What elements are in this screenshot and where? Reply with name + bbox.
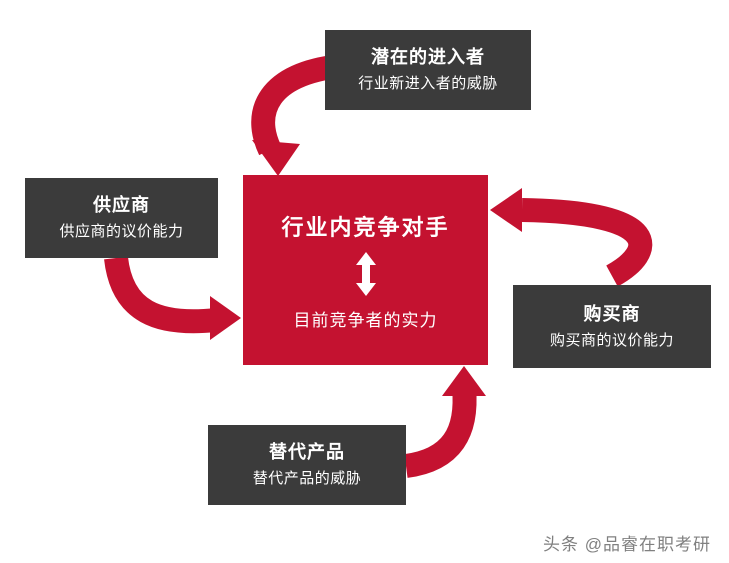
box-buyers: 购买商 购买商的议价能力 — [513, 285, 711, 368]
watermark: 头条 @品睿在职考研 — [543, 535, 711, 554]
vertical-double-arrow-icon — [355, 251, 376, 296]
substitutes-subtitle: 替代产品的威胁 — [252, 470, 362, 488]
arrow-right-to-center — [490, 188, 653, 287]
arrow-top-to-center — [251, 54, 342, 176]
potential-entrants-subtitle: 行业新进入者的威胁 — [358, 75, 498, 93]
potential-entrants-title: 潜在的进入者 — [371, 47, 485, 68]
box-potential-entrants: 潜在的进入者 行业新进入者的威胁 — [325, 30, 531, 110]
box-suppliers: 供应商 供应商的议价能力 — [25, 178, 218, 258]
suppliers-title: 供应商 — [93, 195, 150, 216]
buyers-subtitle: 购买商的议价能力 — [549, 331, 674, 349]
buyers-title: 购买商 — [583, 303, 641, 324]
box-substitutes: 替代产品 替代产品的威胁 — [208, 425, 406, 505]
industry-rivals-subtitle: 目前竞争者的实力 — [293, 310, 438, 330]
suppliers-subtitle: 供应商的议价能力 — [59, 223, 184, 241]
substitutes-title: 替代产品 — [269, 442, 345, 463]
box-industry-rivals: 行业内竞争对手 目前竞争者的实力 — [243, 175, 488, 365]
arrow-bottom-to-center — [404, 366, 486, 478]
industry-rivals-title: 行业内竞争对手 — [281, 214, 450, 240]
arrow-left-to-center — [104, 256, 241, 340]
